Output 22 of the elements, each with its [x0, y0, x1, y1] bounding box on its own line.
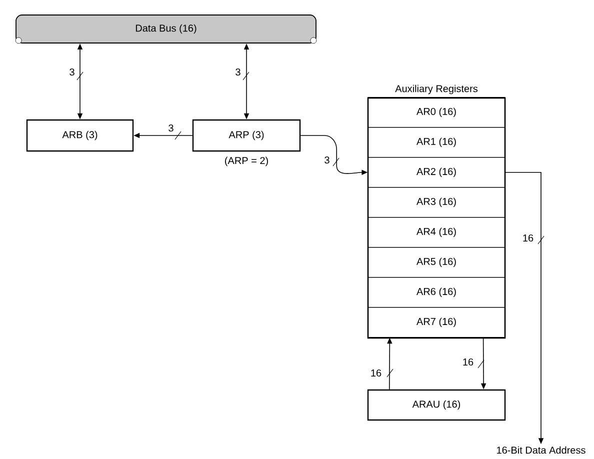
register-row: AR4 (16)	[368, 217, 506, 248]
value-note: (ARP = 2)	[225, 156, 268, 166]
data-bus: Data Bus (16)	[16, 14, 316, 44]
register-row: AR6 (16)	[368, 277, 506, 308]
register-row: AR2 (16)	[368, 157, 506, 188]
edge-label: 3	[168, 124, 174, 132]
register-box: ARP (3)	[192, 119, 301, 152]
group-heading: Auxiliary Registers	[395, 84, 478, 94]
register-box: ARB (3)	[26, 119, 134, 152]
edge-label: 3	[236, 68, 240, 76]
output-label: 16-Bit Data Address	[497, 446, 586, 454]
edge-label: 3	[324, 156, 330, 164]
register-row: AR5 (16)	[368, 247, 506, 278]
register-box: ARAU (16)	[367, 389, 506, 421]
edge-label: 16	[371, 369, 382, 377]
register-row: AR7 (16)	[368, 307, 506, 338]
edge-label: 16	[463, 358, 474, 366]
register-row: AR0 (16)	[368, 97, 506, 128]
register-row: AR1 (16)	[368, 127, 506, 158]
edge-label: 3	[70, 68, 74, 76]
edge-label: 16	[523, 234, 534, 242]
register-row: AR3 (16)	[368, 187, 506, 218]
